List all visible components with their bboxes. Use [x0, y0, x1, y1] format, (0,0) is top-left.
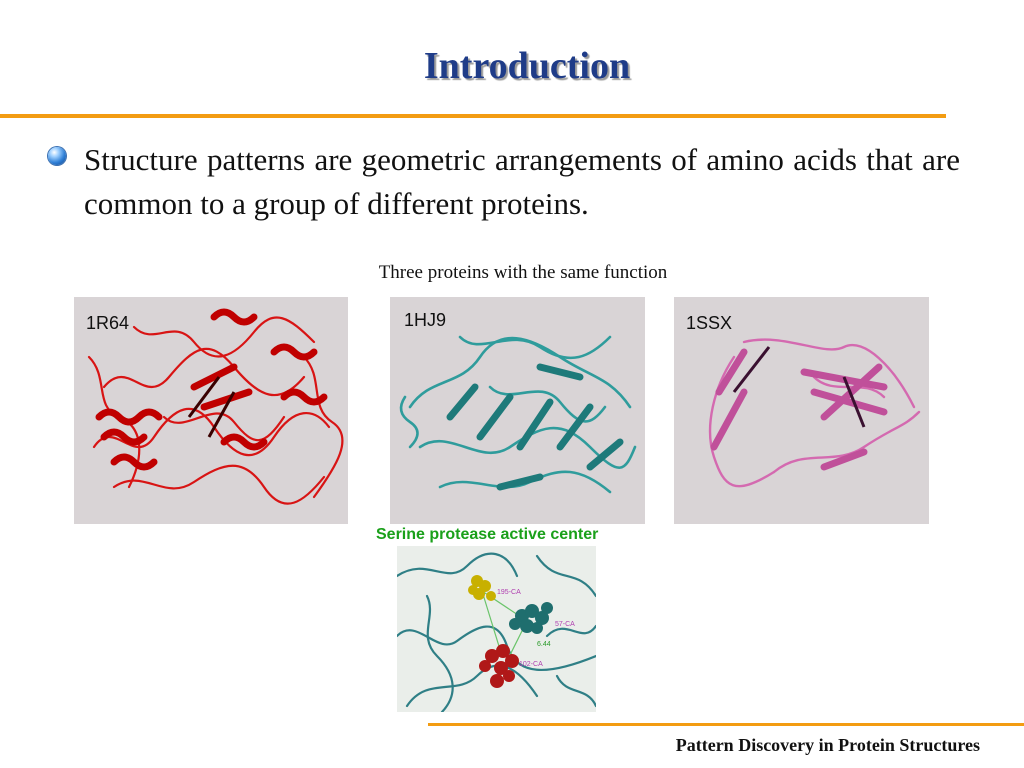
residue-label-102: 102-CA — [519, 661, 543, 668]
protein-label-1ssx: 1SSX — [686, 313, 733, 333]
protein-label-1r64: 1R64 — [86, 313, 130, 333]
slide-title: Introduction — [423, 45, 631, 87]
active-center-image: 195-CA 57-CA 102-CA 6.44 — [397, 546, 596, 712]
figure-caption: Three proteins with the same function — [378, 262, 668, 283]
protein-image-1hj9: 1HJ9 — [390, 297, 645, 524]
title-divider — [0, 114, 946, 118]
footer-text: Pattern Discovery in Protein Structures — [675, 735, 980, 755]
active-center-title: Serine protease active center — [376, 526, 599, 543]
distance-label: 6.44 — [537, 641, 551, 648]
protein-image-1r64: 1R64 — [74, 297, 348, 524]
footer-divider — [428, 723, 1024, 726]
protein-image-1ssx: 1SSX — [674, 297, 929, 524]
bullet-text: Structure patterns are geometric arrange… — [84, 142, 960, 221]
residue-label-195: 195-CA — [497, 589, 521, 596]
protein-label-1hj9: 1HJ9 — [404, 310, 447, 330]
residue-label-57: 57-CA — [555, 621, 575, 628]
bullet-icon — [48, 147, 66, 165]
